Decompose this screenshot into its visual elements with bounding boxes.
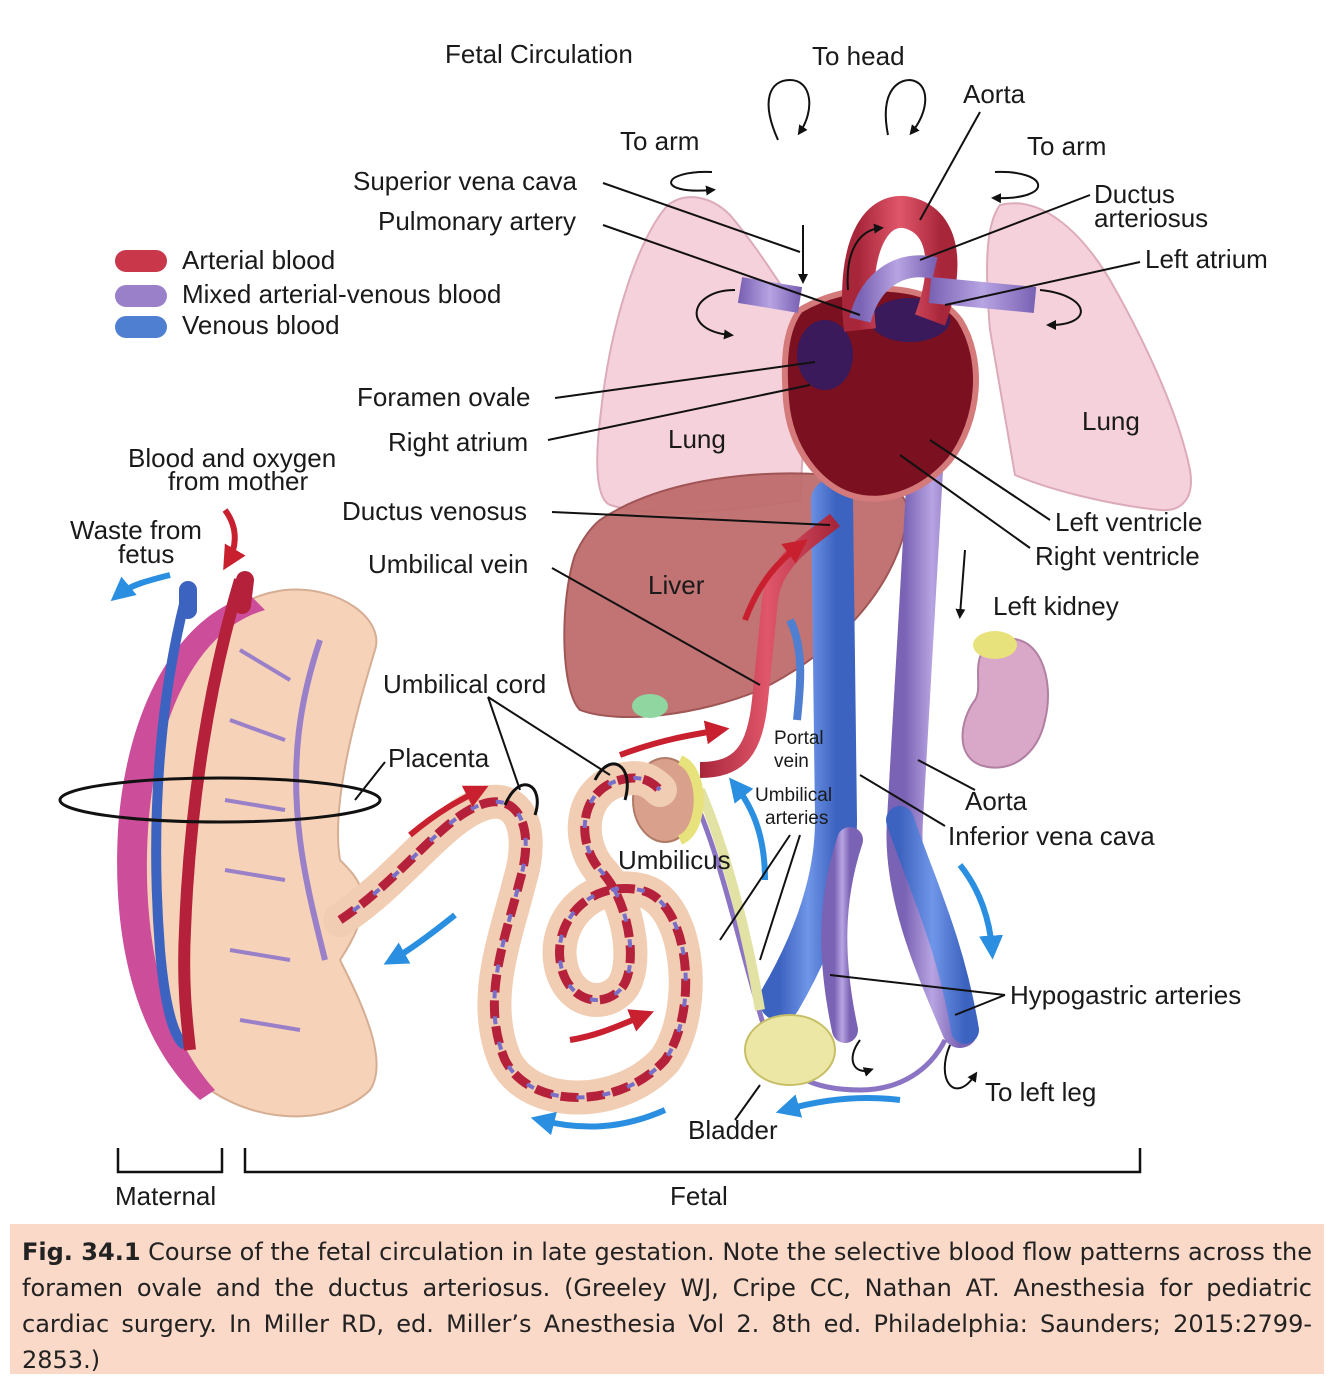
label-umbilical-cord: Umbilical cord	[383, 669, 546, 699]
legend-swatch-mixed	[115, 285, 167, 307]
figure-caption-text: Course of the fetal circulation in late …	[22, 1238, 1312, 1374]
bladder-organ	[744, 1014, 836, 1086]
label-portal-vein-line1: Portal	[774, 728, 824, 749]
label-umbilicus: Umbilicus	[618, 845, 731, 875]
figure-caption: Fig. 34.1 Course of the fetal circulatio…	[10, 1224, 1324, 1374]
inferior-vena-cava-vessel	[759, 479, 858, 1021]
label-to-arm-right: To arm	[1027, 131, 1106, 161]
legend: Arterial blood Mixed arterial-venous blo…	[115, 245, 501, 340]
label-to-head: To head	[812, 41, 905, 71]
label-aorta-lower: Aorta	[965, 786, 1028, 816]
diagram-title: Fetal Circulation	[445, 39, 633, 69]
maternal-layer	[117, 595, 265, 1100]
label-ductus-arteriosus-line1: Ductus	[1094, 179, 1175, 209]
gallbladder	[632, 694, 668, 718]
right-pulmonary-vessels	[928, 277, 1037, 313]
label-left-kidney: Left kidney	[993, 591, 1119, 621]
label-waste-line1: Waste from	[70, 515, 202, 545]
label-umbilical-vein: Umbilical vein	[368, 549, 528, 579]
label-waste-line2: fetus	[118, 539, 174, 569]
iliac-artery-left	[821, 827, 863, 1043]
label-umbilical-arteries-line2: arteries	[765, 808, 828, 829]
figure-number: Fig. 34.1	[22, 1238, 141, 1266]
left-pulmonary-vessels	[737, 277, 803, 313]
pulmonary-artery-vessel	[849, 255, 938, 324]
label-blood-oxygen-line2: from mother	[168, 466, 308, 496]
label-foramen-ovale: Foramen ovale	[357, 382, 530, 412]
umbilical-cord	[323, 761, 703, 1115]
urachus	[695, 788, 765, 1011]
label-ductus-venosus: Ductus venosus	[342, 496, 527, 526]
legend-label-venous: Venous blood	[182, 310, 340, 340]
right-lung	[986, 202, 1192, 512]
label-right-ventricle: Right ventricle	[1035, 541, 1200, 571]
leader-lines	[354, 111, 1141, 1121]
label-hypogastric-arteries: Hypogastric arteries	[1010, 980, 1241, 1010]
label-to-left-leg: To left leg	[985, 1077, 1096, 1107]
label-placenta: Placenta	[388, 743, 490, 773]
label-lung-right: Lung	[1082, 406, 1140, 436]
label-lung-left: Lung	[668, 424, 726, 454]
label-blood-oxygen-line1: Blood and oxygen	[128, 443, 336, 473]
label-umbilical-arteries-line1: Umbilical	[755, 785, 832, 806]
maternal-bracket	[116, 1148, 224, 1174]
legend-swatch-arterial	[115, 250, 167, 272]
adrenal-gland	[973, 631, 1017, 659]
label-bladder: Bladder	[688, 1115, 778, 1145]
label-left-ventricle: Left ventricle	[1055, 507, 1202, 537]
umbilical-vein-vessel	[699, 513, 840, 778]
fetal-bracket	[243, 1148, 1142, 1174]
label-ductus-arteriosus-line2: arteriosus	[1094, 203, 1208, 233]
placenta-artery	[178, 578, 246, 1051]
label-maternal: Maternal	[115, 1181, 216, 1210]
label-right-atrium: Right atrium	[388, 427, 528, 457]
label-pulmonary-artery: Pulmonary artery	[378, 206, 576, 236]
left-kidney	[961, 637, 1049, 769]
placenta-artery-top	[233, 571, 254, 614]
label-inferior-vena-cava: Inferior vena cava	[948, 821, 1155, 851]
fetal-circulation-diagram: Arterial blood Mixed arterial-venous blo…	[58, 39, 1268, 1210]
label-fetal: Fetal	[670, 1181, 728, 1210]
legend-label-mixed: Mixed arterial-venous blood	[182, 279, 501, 309]
legend-label-arterial: Arterial blood	[182, 245, 335, 275]
label-to-arm-left: To arm	[620, 126, 699, 156]
portal-vein-vessel	[786, 618, 805, 721]
iliac-vein-right	[886, 806, 979, 1044]
liver	[563, 472, 909, 718]
label-left-atrium: Left atrium	[1145, 244, 1268, 274]
placenta-vein	[151, 598, 190, 1050]
label-portal-vein-line2: vein	[774, 751, 809, 772]
label-liver: Liver	[648, 570, 705, 600]
label-superior-vena-cava: Superior vena cava	[353, 166, 578, 196]
label-aorta-top: Aorta	[963, 79, 1026, 109]
legend-swatch-venous	[115, 316, 167, 338]
